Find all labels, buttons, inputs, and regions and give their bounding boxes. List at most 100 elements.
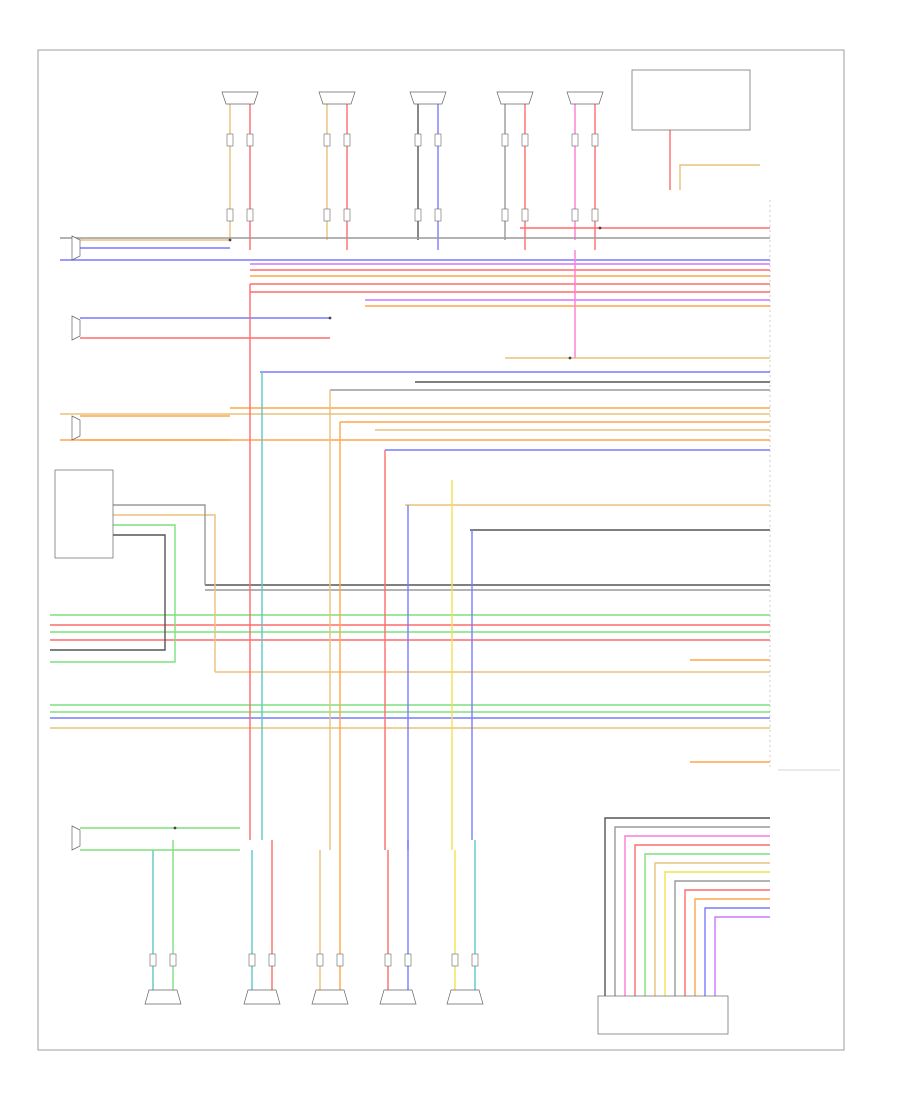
connector-body (501, 208, 509, 222)
splice-dot (598, 226, 602, 230)
control-unit-box (597, 995, 729, 1035)
connector-body (323, 208, 331, 222)
wire-76 (664, 871, 770, 996)
connector-body (343, 133, 351, 147)
connector (343, 133, 351, 147)
connector (404, 953, 412, 967)
left-speaker-1 (71, 235, 81, 261)
speaker-icon (409, 91, 447, 105)
spk-top-3 (409, 91, 447, 105)
connector-body (591, 208, 599, 222)
power-unit (54, 469, 114, 559)
wire-71 (614, 826, 770, 996)
speaker-icon (144, 989, 182, 1005)
connector-body (323, 133, 331, 147)
connector-body (336, 953, 344, 967)
wire-64 (50, 524, 176, 663)
spk-top-1 (221, 91, 259, 105)
connector-body (451, 953, 459, 967)
spk-bot-2 (243, 989, 281, 1005)
left-speaker-4 (71, 825, 81, 851)
speaker-icon (496, 91, 534, 105)
splice-dot (173, 826, 177, 830)
power-unit-box (54, 469, 114, 559)
spk-top-2 (318, 91, 356, 105)
connector-body (169, 953, 177, 967)
connector (434, 133, 442, 147)
connector-body (316, 953, 324, 967)
splice-dot (328, 316, 332, 320)
connector-body (471, 953, 479, 967)
spk-bot-1 (144, 989, 182, 1005)
connector-body (246, 208, 254, 222)
connector-body (434, 208, 442, 222)
wire-78 (684, 889, 770, 996)
speaker-icon (71, 315, 81, 341)
connector-body (571, 133, 579, 147)
connector-body (248, 953, 256, 967)
connector (149, 953, 157, 967)
control-unit (597, 995, 729, 1035)
connector-body (434, 133, 442, 147)
connector (501, 133, 509, 147)
left-speaker-3 (71, 415, 81, 441)
connector (501, 208, 509, 222)
connector (268, 953, 276, 967)
diagram-frame (37, 49, 845, 1051)
connector (521, 133, 529, 147)
connector-body (384, 953, 392, 967)
connector (571, 208, 579, 222)
connector (343, 208, 351, 222)
speaker-icon (379, 989, 417, 1005)
wire-81 (714, 916, 770, 996)
connector-body (521, 133, 529, 147)
wire-73 (634, 844, 770, 996)
wire-69 (679, 164, 760, 190)
wire-80 (704, 907, 770, 996)
spk-bot-4 (379, 989, 417, 1005)
wire-70 (604, 817, 770, 996)
connector-body (343, 208, 351, 222)
connector (591, 133, 599, 147)
left-speaker-2 (71, 315, 81, 341)
connector (451, 953, 459, 967)
wire-79 (694, 898, 770, 996)
wire-layer (50, 104, 770, 996)
connector (316, 953, 324, 967)
connector-body (404, 953, 412, 967)
wire-75 (654, 862, 770, 996)
connector-body (149, 953, 157, 967)
speaker-icon (446, 989, 484, 1005)
connector-body (571, 208, 579, 222)
connector (246, 133, 254, 147)
component-layer (54, 69, 840, 1035)
connector-body (414, 208, 422, 222)
spk-bot-3 (311, 989, 349, 1005)
connector-body (414, 133, 422, 147)
speaker-icon (318, 91, 356, 105)
splice-dot (228, 238, 232, 242)
wire-65 (50, 534, 166, 651)
wire-67 (113, 504, 206, 585)
connector-body (246, 133, 254, 147)
spk-bot-5 (446, 989, 484, 1005)
connector (434, 208, 442, 222)
speaker-icon (71, 235, 81, 261)
connector-body (591, 133, 599, 147)
connector-body (226, 208, 234, 222)
fuse-block (631, 69, 751, 131)
fuse-block-box (631, 69, 751, 131)
connector (248, 953, 256, 967)
connector (521, 208, 529, 222)
connector (336, 953, 344, 967)
spk-top-4 (496, 91, 534, 105)
wire-66 (113, 514, 216, 672)
connector (246, 208, 254, 222)
connector (571, 133, 579, 147)
speaker-icon (71, 825, 81, 851)
connector (226, 133, 234, 147)
connector (323, 208, 331, 222)
wire-74 (644, 853, 770, 996)
splice-dot (568, 356, 572, 360)
